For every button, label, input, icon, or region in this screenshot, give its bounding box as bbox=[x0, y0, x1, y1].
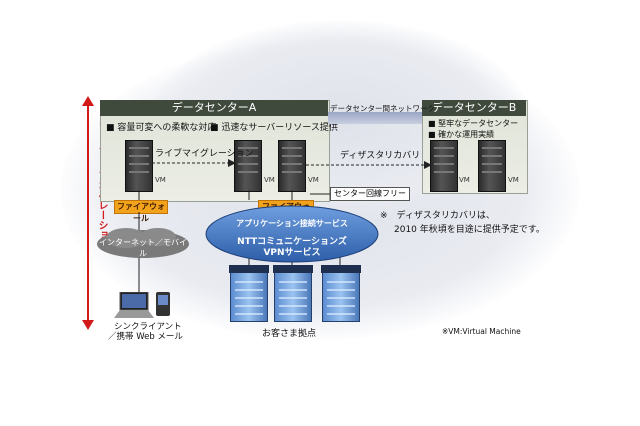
one-stop-arrow bbox=[82, 96, 94, 330]
vpn-cloud bbox=[205, 205, 379, 263]
vm-label-5: VM bbox=[508, 176, 519, 184]
dc-b-bullet-1: ■ 堅牢なデータセンター bbox=[428, 119, 519, 128]
note-line-1: ※ ディザスタリカバリは、 bbox=[380, 211, 495, 221]
disaster-recovery-arrow bbox=[306, 161, 432, 169]
dc-a-bullet-1: ■ 容量可変への柔軟な対応 bbox=[106, 123, 217, 133]
internet-mobile-label: インターネット／モバイル bbox=[99, 238, 187, 258]
note-line-2: 2010 年秋頃を目途に提供予定です。 bbox=[394, 225, 545, 235]
disaster-recovery-label: ディザスタリカバリ bbox=[340, 151, 421, 161]
firewall-left: ファイアウォール bbox=[114, 200, 168, 223]
live-migration-label: ライブマイグレーション bbox=[155, 149, 254, 159]
ntt-vpn-label-1: NTTコミュニケーションズ bbox=[237, 237, 347, 247]
customer-building-2 bbox=[273, 265, 313, 322]
vm-label-4: VM bbox=[459, 176, 470, 184]
vm-footnote: ※VM:Virtual Machine bbox=[442, 327, 521, 336]
server-dc-a-2 bbox=[234, 140, 262, 192]
data-center-a-title: データセンターA bbox=[100, 100, 328, 116]
data-center-b-title: データセンターB bbox=[422, 100, 526, 116]
internet-cloud bbox=[97, 228, 189, 258]
server-dc-b-1 bbox=[430, 140, 458, 192]
live-migration-arrow bbox=[152, 159, 236, 167]
center-line-free-callout: センター回線フリー bbox=[330, 187, 410, 201]
app-connection-service-label: アプリケーション接続サービス bbox=[236, 219, 348, 228]
customer-building-1 bbox=[229, 265, 269, 322]
dc-b-bullet-2: ■ 確かな運用実績 bbox=[428, 130, 495, 139]
customer-building-3 bbox=[321, 265, 361, 322]
vm-label-1: VM bbox=[155, 176, 166, 184]
server-dc-b-2 bbox=[478, 140, 506, 192]
customer-sites-label: お客さま拠点 bbox=[262, 329, 317, 339]
laptop-icon bbox=[114, 292, 154, 318]
thin-client-label-1: シンクライアント bbox=[114, 322, 182, 332]
server-dc-a-3 bbox=[278, 140, 306, 192]
vm-label-3: VM bbox=[308, 176, 319, 184]
thin-client-label-2: ／携帯 Web メール bbox=[108, 332, 183, 342]
ntt-vpn-label-2: VPNサービス bbox=[263, 248, 321, 258]
phone-icon bbox=[156, 292, 170, 316]
inter-dc-network-band bbox=[328, 112, 422, 124]
inter-dc-network-label: データセンター間ネットワーク bbox=[330, 104, 435, 113]
dc-a-bullet-2: ■ 迅速なサーバーリソース提供 bbox=[210, 123, 338, 133]
server-dc-a-1 bbox=[125, 140, 153, 192]
vm-label-2: VM bbox=[264, 176, 275, 184]
